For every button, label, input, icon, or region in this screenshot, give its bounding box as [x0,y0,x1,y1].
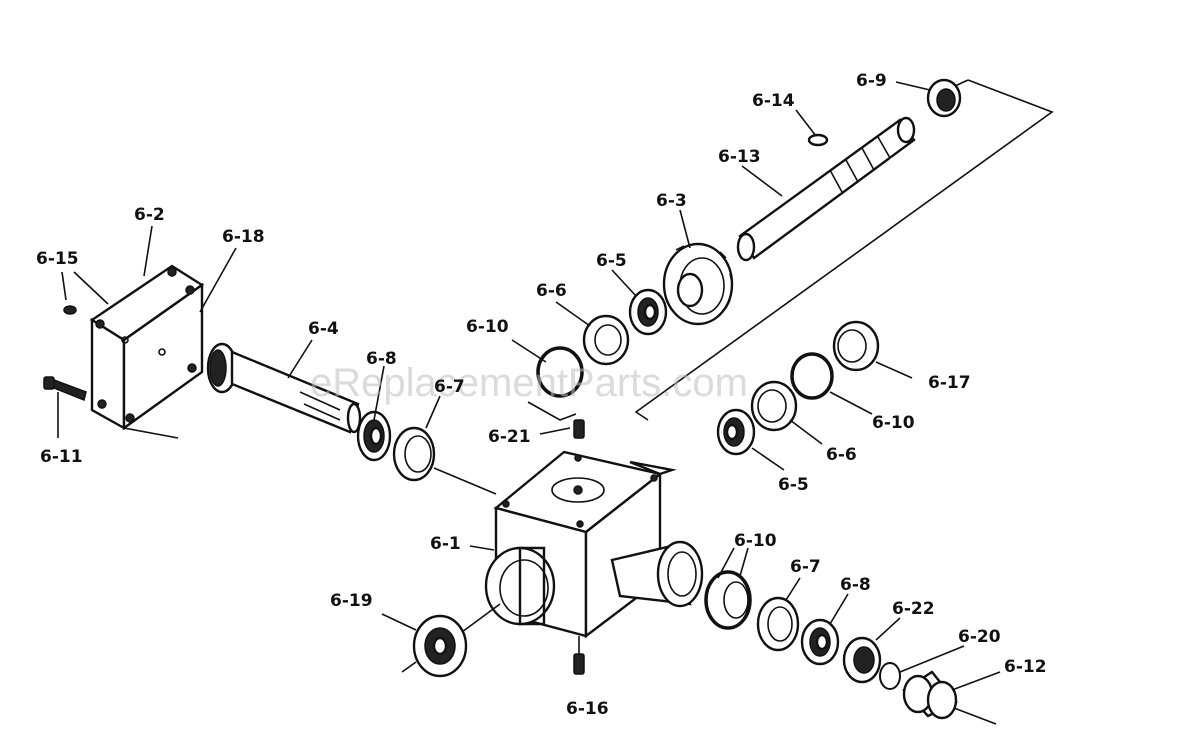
label-6-16: 6-16 [566,699,609,719]
output-shaft-part [736,116,916,262]
bearing-cup-part [756,596,800,652]
nut-part [926,78,962,118]
label-6-8: 6-8 [840,575,871,595]
bearing-part [716,408,756,456]
bevel-gear-part [662,242,734,326]
snap-ring-part [704,570,752,630]
label-6-7: 6-7 [434,377,465,397]
label-6-4: 6-4 [308,319,339,339]
label-6-13: 6-13 [718,147,761,167]
label-6-20: 6-20 [958,627,1001,647]
label-6-8: 6-8 [366,349,397,369]
pinion-shaft-part [206,342,362,434]
key-part [807,133,829,147]
upper-shaft-bracket [634,79,1054,421]
label-6-17: 6-17 [928,373,971,393]
snap-ring-part [536,346,584,398]
label-6-6: 6-6 [536,281,567,301]
oil-seal-part [401,603,501,678]
vent-plug-part [573,419,585,439]
label-6-19: 6-19 [330,591,373,611]
label-6-3: 6-3 [656,191,687,211]
label-6-21: 6-21 [488,427,531,447]
label-6-6: 6-6 [826,445,857,465]
label-6-18: 6-18 [222,227,265,247]
gearbox-housing-part [484,450,704,639]
label-6-9: 6-9 [856,71,887,91]
bearing-part [356,410,392,462]
cover-plate-part [89,264,205,439]
label-6-5: 6-5 [778,475,809,495]
label-6-12: 6-12 [1004,657,1047,677]
label-6-7: 6-7 [790,557,821,577]
drain-plug-part [573,636,585,675]
leader-lines [57,81,1001,691]
label-6-10: 6-10 [466,317,509,337]
snap-ring-part [879,662,901,690]
snap-ring-part [790,352,834,400]
bearing-part [628,288,668,336]
cap-part [832,320,880,372]
oil-seal-part [842,636,882,684]
bearing-cup-part [582,314,630,366]
watermark-text: eReplacementParts.com [310,361,748,405]
label-6-11: 6-11 [40,447,83,467]
part-labels: 6-1 6-2 6-3 6-4 6-5 6-5 6-6 6-6 6-7 6-7 … [36,71,1047,719]
label-6-1: 6-1 [430,534,461,554]
bearing-cup-part [750,380,798,432]
bearing-cup-part [392,426,497,495]
label-6-2: 6-2 [134,205,165,225]
bearing-part [800,618,840,666]
cap-part [902,670,997,725]
label-6-22: 6-22 [892,599,935,619]
label-6-10: 6-10 [734,531,777,551]
bolt-part [43,305,87,402]
label-6-5: 6-5 [596,251,627,271]
label-6-15: 6-15 [36,249,79,269]
label-6-10: 6-10 [872,413,915,433]
label-6-14: 6-14 [752,91,795,111]
